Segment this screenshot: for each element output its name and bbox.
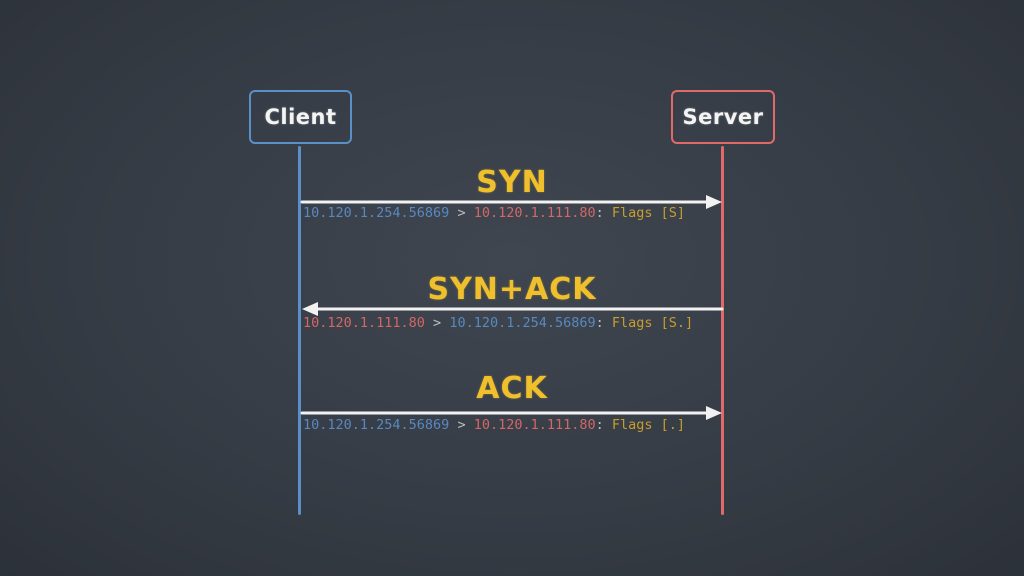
syn-flags: Flags [S]: [611, 205, 686, 221]
ack-destination-ip: 10.120.1.111.80: [473, 417, 596, 433]
synack-separator: >: [424, 315, 450, 331]
syn-source-ip: 10.120.1.254.56869: [303, 205, 450, 221]
synack-source-ip: 10.120.1.111.80: [303, 315, 425, 331]
synack-message-label: SYN+ACK: [427, 272, 597, 307]
ack-separator: >: [449, 417, 474, 433]
server-lifeline: [721, 146, 724, 515]
synack-flags: Flags [S.]: [611, 315, 694, 331]
synack-arrow: [300, 299, 724, 319]
ack-message-label: ACK: [476, 371, 548, 406]
syn-packet-line: 10.120.1.254.56869 > 10.120.1.111.80: Fl…: [303, 205, 686, 221]
synack-destination-ip: 10.120.1.254.56869: [449, 315, 596, 331]
ack-flags: Flags [.]: [611, 417, 686, 433]
client-actor-box: Client: [249, 90, 352, 144]
syn-colon: :: [595, 205, 612, 221]
ack-source-ip: 10.120.1.254.56869: [303, 417, 450, 433]
syn-separator: >: [449, 205, 474, 221]
ack-packet-line: 10.120.1.254.56869 > 10.120.1.111.80: Fl…: [303, 417, 686, 433]
synack-colon: :: [595, 315, 612, 331]
server-label: Server: [682, 105, 764, 129]
syn-destination-ip: 10.120.1.111.80: [473, 205, 596, 221]
server-actor-box: Server: [671, 90, 775, 144]
client-label: Client: [264, 105, 337, 129]
syn-arrow: [300, 192, 724, 212]
ack-colon: :: [595, 417, 612, 433]
ack-arrow: [300, 403, 724, 423]
synack-packet-line: 10.120.1.111.80 > 10.120.1.254.56869: Fl…: [303, 315, 694, 331]
syn-message-label: SYN: [476, 165, 548, 200]
client-lifeline: [298, 146, 301, 515]
